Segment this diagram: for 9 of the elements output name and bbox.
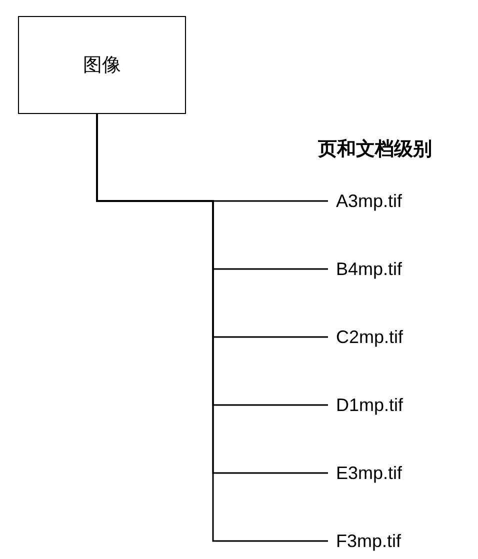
connector-line	[96, 114, 328, 542]
file-name: A3mp.tif	[328, 189, 448, 213]
title: 页和文档级别	[318, 138, 432, 162]
file-name: D1mp.tif	[328, 393, 448, 417]
file-name: B4mp.tif	[328, 257, 448, 281]
file-name: E3mp.tif	[328, 461, 448, 485]
image-box: 图像	[18, 16, 186, 114]
file-name: F3mp.tif	[328, 529, 448, 553]
file-name: C2mp.tif	[328, 325, 448, 349]
